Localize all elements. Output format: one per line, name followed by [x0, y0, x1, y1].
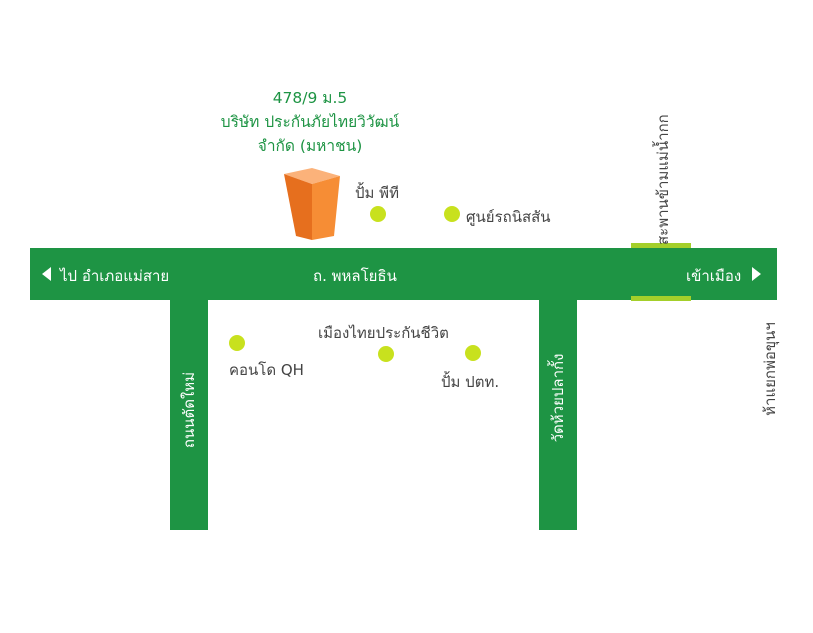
company-address: 478/9 ม.5 บริษัท ประกันภัยไทยวิวัฒน์ จำก… — [190, 86, 430, 158]
poi-pump-pt-dot — [370, 206, 386, 222]
building-icon — [284, 168, 340, 240]
poi-pump-pt-label: ปั้ม พีที — [355, 184, 399, 202]
poi-muang-thai-life-dot — [378, 346, 394, 362]
address-line-3: จำกัด (มหาชน) — [257, 137, 363, 155]
label-main-road: ถ. พหลโยธิน — [313, 267, 397, 285]
poi-muang-thai-life-label: เมืองไทยประกันชีวิต — [318, 324, 449, 342]
label-to-mae-sai: ไป อำเภอแม่สาย — [60, 267, 170, 285]
address-line-1: 478/9 ม.5 — [272, 89, 348, 107]
label-bridge-mae-kok: สะพานข้ามแม่น้ำกก — [654, 114, 672, 245]
poi-tisco-center-label: ศูนย์รถนิสสัน — [466, 208, 551, 226]
label-pho-khun-junction: ห้าแยกพ่อขุนฯ — [761, 322, 779, 416]
main-road — [30, 248, 777, 300]
arrow-right-icon — [752, 267, 761, 281]
poi-condo-qh-dot — [229, 335, 245, 351]
arrow-left-icon — [42, 267, 51, 281]
label-thanon-tat-mai: ถนนตัดใหม่ — [180, 371, 198, 449]
bridge-marker-bottom — [631, 296, 691, 301]
label-to-city: เข้าเมือง — [686, 267, 742, 285]
poi-condo-qh-label: คอนโด QH — [229, 361, 304, 379]
address-line-2: บริษัท ประกันภัยไทยวิวัฒน์ — [220, 113, 400, 131]
poi-pump-ptt-dot — [465, 345, 481, 361]
bridge-marker-top — [631, 243, 691, 248]
road-wat-huai-pla-kang — [539, 298, 577, 530]
poi-pump-ptt-label: ปั้ม ปตท. — [441, 373, 500, 391]
road-thanon-tat-mai — [170, 298, 208, 530]
poi-tisco-center-dot — [444, 206, 460, 222]
label-wat-huai-pla-kang: วัดห้วยปลากั้ง — [549, 353, 567, 443]
